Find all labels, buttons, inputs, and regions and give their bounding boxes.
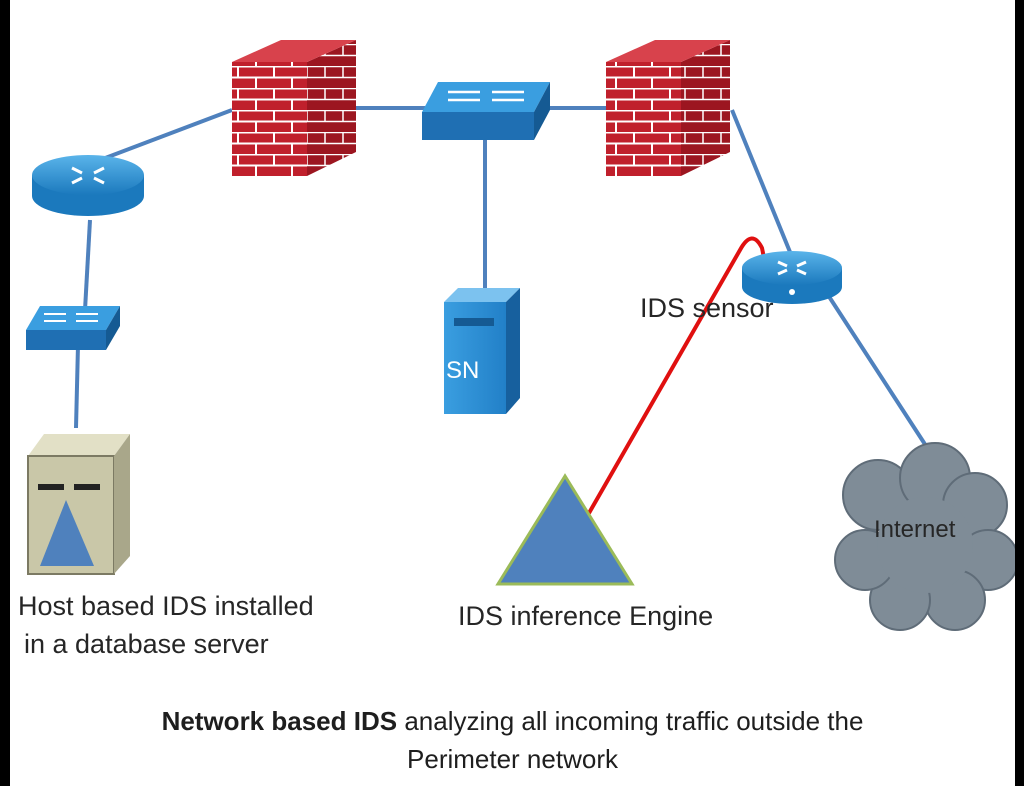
- host-ids-triangle-icon: [40, 500, 94, 566]
- connection-lines: [74, 106, 932, 454]
- host-server-icon: [27, 434, 130, 575]
- ids-engine-label: IDS inference Engine: [458, 601, 714, 631]
- link-switch-host: [74, 344, 80, 429]
- router-icon: [32, 155, 144, 216]
- internet-label: Internet: [874, 516, 956, 543]
- triangle-icon: [495, 473, 635, 586]
- host-ids-label-line1: Host based IDS installed: [18, 591, 314, 621]
- link-router-firewall-left: [99, 108, 233, 162]
- server-label: SN: [446, 357, 480, 384]
- link-firewall-right-sensor: [730, 109, 792, 253]
- caption-line2: Perimeter network: [407, 744, 618, 774]
- server-icon: [444, 288, 520, 414]
- small-switch-icon: [26, 306, 120, 350]
- diagram-canvas: [26, 40, 1015, 631]
- firewall-left-icon: [232, 40, 356, 176]
- ids-sensor-label: IDS sensor: [640, 293, 774, 323]
- caption-line1: Network based IDS analyzing all incoming…: [10, 703, 1015, 739]
- switch-icon: [422, 82, 550, 140]
- firewall-right-icon: [606, 40, 730, 176]
- network-ids-diagram: SN IDS sensor Internet Host based IDS in…: [10, 0, 1015, 786]
- caption-bold: Network based IDS: [161, 706, 398, 736]
- link-router-switch-small: [83, 219, 92, 311]
- caption-line1-rest: analyzing all incoming traffic outside t…: [404, 706, 864, 736]
- ids-sensor-router-icon: [742, 251, 842, 304]
- host-ids-label-line2: in a database server: [24, 629, 269, 659]
- alert-link: [583, 236, 768, 521]
- link-sensor-internet: [826, 293, 932, 454]
- cloud-icon: [834, 442, 1015, 631]
